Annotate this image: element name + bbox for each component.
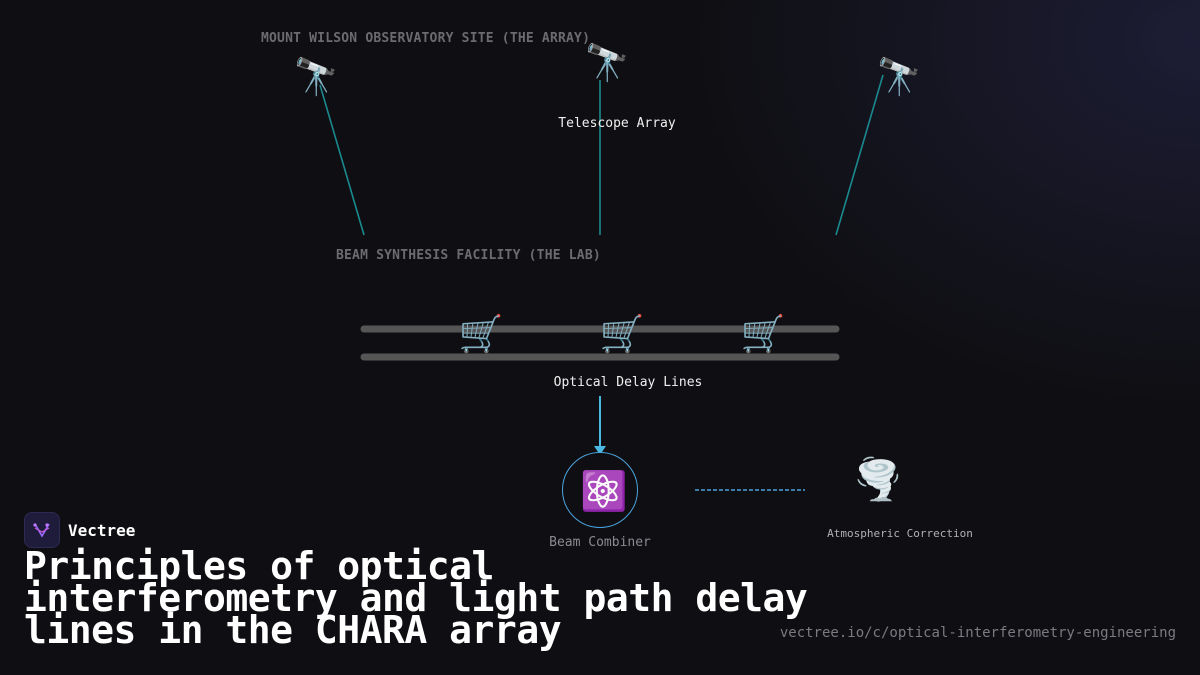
telescope-array-label: Telescope Array (558, 116, 676, 131)
telescope-icon-right: 🔭 (876, 57, 922, 98)
vectree-logo-icon (24, 512, 60, 548)
atom-icon: ⚛️ (580, 469, 628, 513)
beam-line-right (835, 74, 884, 236)
beam-combiner-node (562, 452, 638, 528)
atmospheric-correction-label: Atmospheric Correction (827, 527, 973, 540)
beam-combiner-label: Beam Combiner (549, 535, 651, 550)
observatory-section-label: MOUNT WILSON OBSERVATORY SITE (THE ARRAY… (261, 31, 591, 46)
tornado-icon: 🌪️ (853, 457, 903, 503)
brand: Vectree (24, 512, 135, 548)
delay-cart-icon-2: 🛒 (599, 314, 645, 355)
telescope-icon-center: 🔭 (584, 43, 630, 84)
beam-line-left (319, 84, 365, 236)
arrow-head (594, 446, 606, 455)
brand-name: Vectree (68, 520, 136, 540)
delay-cart-icon-1: 🛒 (458, 314, 504, 355)
page-title: Principles of optical interferometry and… (24, 544, 808, 652)
lab-section-label: BEAM SYNTHESIS FACILITY (THE LAB) (336, 248, 601, 263)
delay-cart-icon-3: 🛒 (740, 314, 786, 355)
telescope-icon-left: 🔭 (293, 57, 339, 98)
source-url[interactable]: vectree.io/c/optical-interferometry-engi… (779, 625, 1176, 641)
delay-lines-label: Optical Delay Lines (553, 375, 703, 390)
